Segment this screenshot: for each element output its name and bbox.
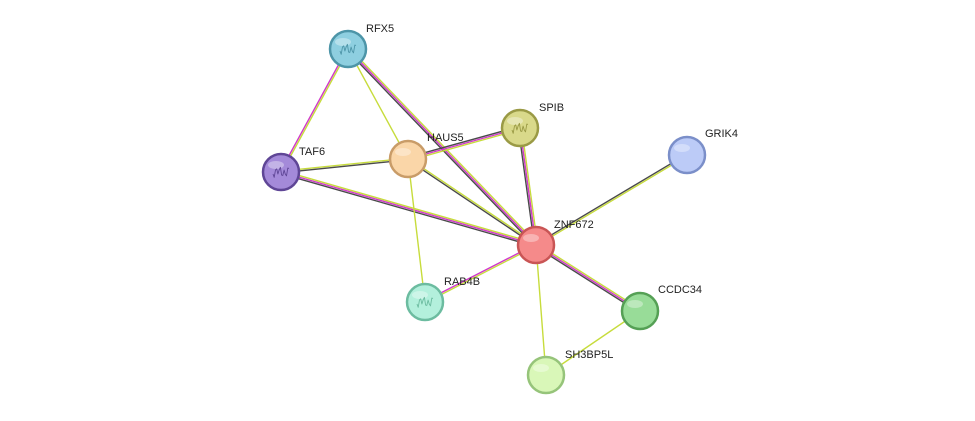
edge-strand (407, 158, 426, 303)
node-circle[interactable] (526, 355, 566, 395)
edge-strand (347, 48, 409, 160)
node-label: HAUS5 (427, 132, 464, 144)
node-highlight (533, 364, 549, 372)
node-label: RAB4B (444, 276, 480, 288)
edge-znf672-sh3bp5l (535, 244, 547, 376)
edge-strand (406, 158, 537, 247)
edge-strand (535, 244, 547, 376)
edge-rfx5-haus5 (347, 48, 409, 160)
node-label: GRIK4 (705, 128, 738, 140)
node-rab4b[interactable]: RAB4B (405, 276, 480, 322)
protein-structure-icon (272, 166, 290, 178)
edge-grik4-znf672 (534, 153, 689, 247)
edge-strand (423, 243, 537, 302)
node-highlight (523, 234, 539, 242)
node-label: SH3BP5L (565, 349, 613, 361)
node-highlight (335, 38, 351, 46)
node-highlight (395, 148, 411, 156)
node-taf6[interactable]: TAF6 (261, 146, 325, 192)
node-highlight (674, 144, 690, 152)
edge-haus5-znf672 (406, 157, 538, 247)
node-circle[interactable] (516, 225, 556, 265)
node-highlight (507, 117, 523, 125)
edge-haus5-rab4b (407, 158, 426, 303)
edge-strand (280, 159, 409, 174)
node-circle[interactable] (667, 135, 707, 175)
edge-strand (535, 244, 641, 312)
edge-strand (517, 127, 536, 246)
edge-rfx5-taf6 (279, 47, 350, 174)
edge-strand (536, 242, 642, 311)
edge-strand (347, 48, 537, 246)
edge-layer (279, 47, 689, 376)
node-circle[interactable] (620, 291, 660, 331)
edge-strand (535, 154, 689, 247)
edge-strand (281, 48, 350, 174)
edge-strand (348, 47, 538, 245)
node-circle[interactable] (388, 139, 428, 179)
edge-strand (407, 157, 538, 246)
edge-strand (280, 171, 537, 246)
node-haus5[interactable]: HAUS5 (388, 132, 464, 179)
edge-znf672-ccdc34 (534, 242, 642, 314)
edge-strand (534, 153, 688, 246)
node-ccdc34[interactable]: CCDC34 (620, 284, 702, 331)
node-label: RFX5 (366, 23, 394, 35)
node-label: CCDC34 (658, 284, 702, 296)
node-highlight (412, 291, 428, 299)
edge-strand (534, 245, 640, 314)
edge-strand (407, 128, 522, 162)
node-label: SPIB (539, 102, 564, 114)
edge-strand (520, 127, 539, 246)
edge-spib-haus5 (406, 125, 522, 162)
edge-strand (280, 157, 409, 172)
edge-strand (279, 47, 348, 173)
edge-taf6-znf672 (279, 169, 538, 248)
node-grik4[interactable]: GRIK4 (667, 128, 738, 175)
edge-spib-znf672 (517, 127, 539, 246)
node-highlight (268, 161, 284, 169)
edge-strand (280, 169, 538, 245)
protein-structure-icon (416, 296, 434, 308)
node-rfx5[interactable]: RFX5 (328, 23, 394, 69)
node-label: ZNF672 (554, 219, 594, 231)
node-znf672[interactable]: ZNF672 (516, 219, 594, 265)
edge-strand (406, 125, 521, 159)
edge-strand (279, 172, 537, 248)
protein-structure-icon (511, 122, 529, 134)
edge-strand (407, 127, 521, 160)
edge-strand (424, 245, 538, 304)
node-spib[interactable]: SPIB (500, 102, 564, 148)
edge-strand (519, 127, 537, 246)
node-highlight (627, 300, 643, 308)
edge-znf672-rab4b (423, 243, 538, 304)
protein-structure-icon (339, 43, 357, 55)
node-sh3bp5l[interactable]: SH3BP5L (526, 349, 613, 395)
node-label: TAF6 (299, 146, 325, 158)
edge-taf6-haus5 (280, 157, 409, 174)
